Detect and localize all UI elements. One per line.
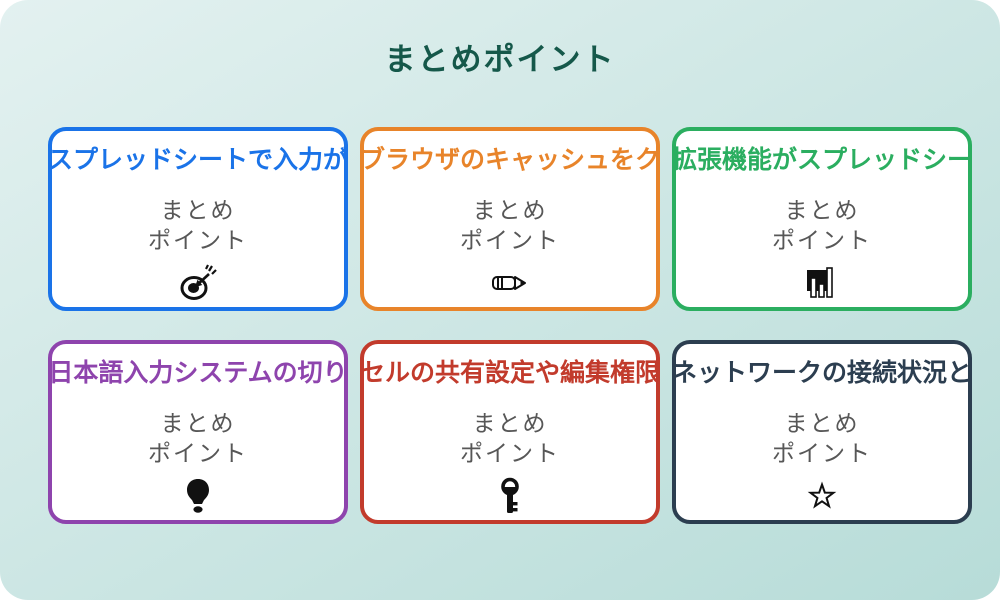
star-icon	[807, 476, 837, 516]
key-icon	[496, 476, 524, 516]
card-subtext-line2: ポイント	[460, 227, 560, 254]
card-subtext-line2: ポイント	[772, 440, 872, 467]
card-subtext-line2: ポイント	[148, 227, 248, 254]
card-subtext-line1: まとめ	[160, 410, 236, 437]
card-title: セルの共有設定や編集権限	[360, 359, 661, 387]
card-subtext-line2: ポイント	[148, 440, 248, 467]
card-subtext-line2: ポイント	[460, 440, 560, 467]
summary-card-1: スプレッドシートで入力が まとめ ポイント	[48, 127, 348, 311]
bar-chart-icon	[804, 263, 840, 303]
card-subtext-line1: まとめ	[472, 410, 548, 437]
summary-card-3: 拡張機能がスプレッドシー まとめ ポイント	[672, 127, 972, 311]
card-subtext-line2: ポイント	[772, 227, 872, 254]
card-title: 日本語入力システムの切り	[48, 359, 348, 387]
card-subtext-line1: まとめ	[784, 410, 860, 437]
summary-card-4: 日本語入力システムの切り まとめ ポイント	[48, 340, 348, 524]
summary-card-5: セルの共有設定や編集権限 まとめ ポイント	[360, 340, 660, 524]
pencil-icon	[490, 263, 530, 303]
card-subtext-line1: まとめ	[784, 197, 860, 224]
card-title: ネットワークの接続状況と	[672, 359, 973, 387]
summary-card-2: ブラウザのキャッシュをク まとめ ポイント	[360, 127, 660, 311]
summary-card-6: ネットワークの接続状況と まとめ ポイント	[672, 340, 972, 524]
card-subtext-line1: まとめ	[472, 197, 548, 224]
card-title: 拡張機能がスプレッドシー	[672, 146, 973, 174]
card-subtext-line1: まとめ	[160, 197, 236, 224]
card-title: ブラウザのキャッシュをク	[360, 146, 661, 174]
card-title: スプレッドシートで入力が	[48, 146, 349, 174]
dart-target-icon	[178, 263, 218, 303]
page-title: まとめポイント	[384, 42, 616, 77]
lightbulb-icon	[183, 476, 213, 516]
card-grid: スプレッドシートで入力が まとめ ポイント ブラウザのキャッシュをク まとめ ポ…	[48, 127, 972, 524]
